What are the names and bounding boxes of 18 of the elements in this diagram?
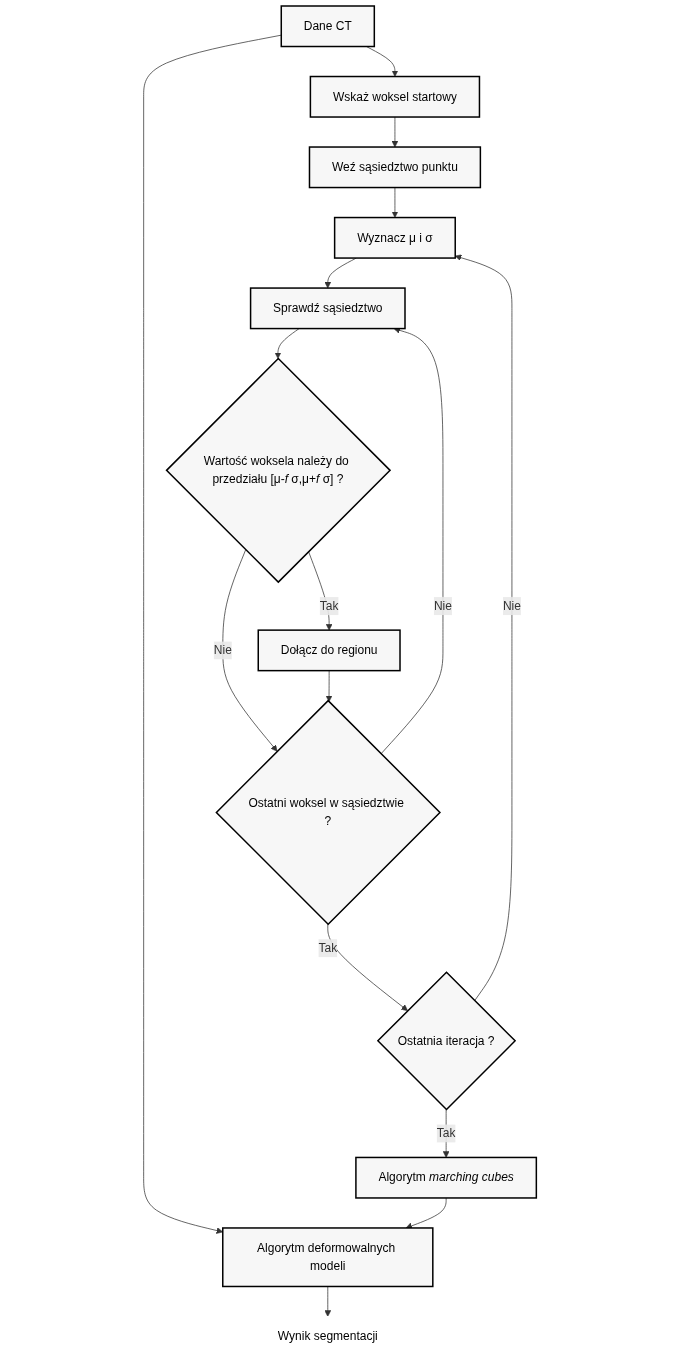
edge-label: Tak — [319, 599, 339, 613]
node-diamond: Ostatnia iteracja ? — [376, 971, 517, 1111]
node-box: Dane CT — [280, 5, 376, 48]
edge-label: Tak — [436, 1126, 456, 1140]
node-box: Sprawdź sąsiedztwo — [249, 287, 406, 330]
node-box: Algorytm deformowalnych modeli — [222, 1227, 434, 1288]
edge-label: Nie — [433, 599, 452, 613]
node-box: Weź sąsiedztwo punktu — [308, 146, 482, 189]
node-diamond: Wartość woksela należy do przedziału [μ-f σ,μ+f σ] ? — [165, 357, 392, 584]
node-box: Wskaż woksel startowy — [309, 75, 481, 118]
node-diamond: Ostatni woksel w sąsiedztwie ? — [215, 699, 441, 926]
node-box: Algorytm marching cubes — [355, 1156, 538, 1199]
edge-label: Tak — [318, 941, 338, 955]
node-box: Dołącz do regionu — [257, 629, 401, 672]
node-box: Wyznacz μ i σ — [333, 216, 456, 259]
node-text: Wynik segmentacji — [277, 1329, 378, 1343]
edge-label: Nie — [502, 599, 521, 613]
edge-label: Nie — [213, 643, 232, 657]
